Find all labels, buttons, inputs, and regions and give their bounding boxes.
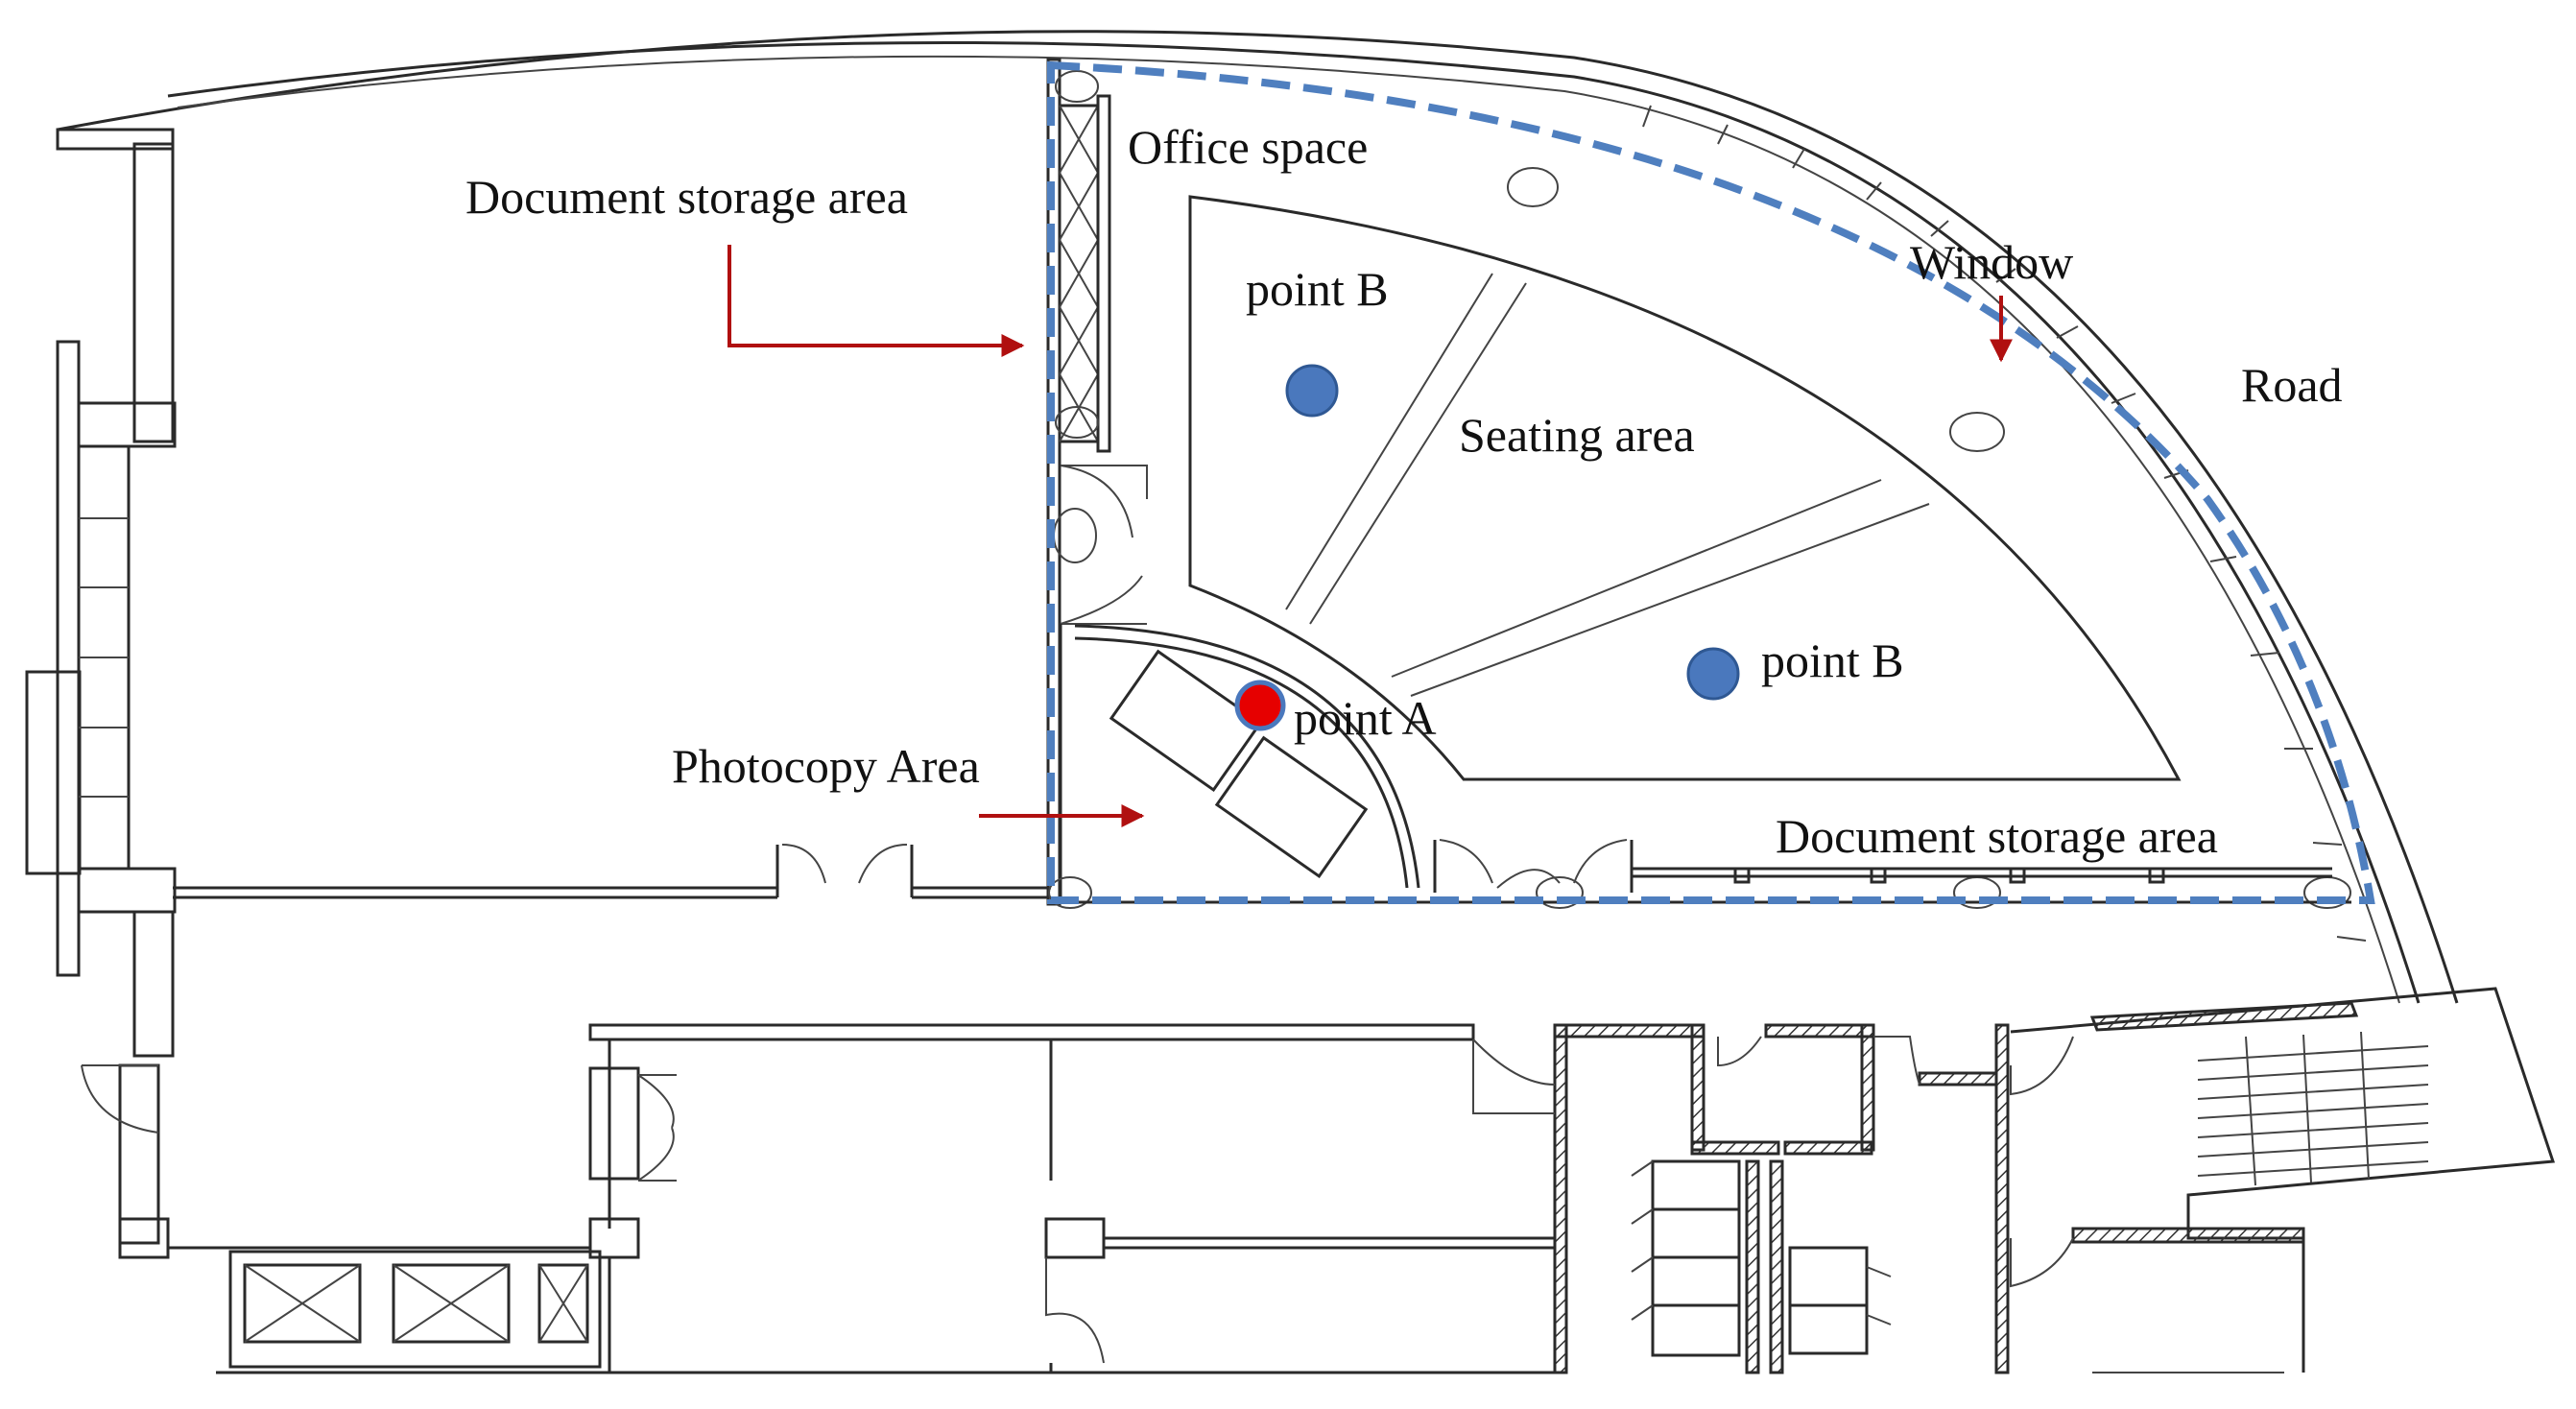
label-window: Window xyxy=(1910,235,2073,289)
annotation-arrows xyxy=(727,245,2013,827)
label-photocopy-area: Photocopy Area xyxy=(672,739,980,793)
point-b-upper-marker xyxy=(1285,364,1339,418)
label-road: Road xyxy=(2241,358,2343,412)
label-seating-area: Seating area xyxy=(1459,408,1695,462)
label-document-storage-bottom: Document storage area xyxy=(1776,809,2218,863)
label-office-space: Office space xyxy=(1128,120,1368,174)
label-point-b-upper: point B xyxy=(1246,262,1389,316)
label-document-storage-top: Document storage area xyxy=(465,170,908,224)
label-point-a: point A xyxy=(1294,691,1437,745)
point-a-marker xyxy=(1234,680,1286,731)
office-zone-outline xyxy=(1047,60,2375,904)
label-point-b-lower: point B xyxy=(1761,633,1904,687)
doc-storage-arrow xyxy=(727,245,1025,357)
building-walls xyxy=(25,30,2556,1374)
point-b-lower-marker xyxy=(1686,647,1740,701)
